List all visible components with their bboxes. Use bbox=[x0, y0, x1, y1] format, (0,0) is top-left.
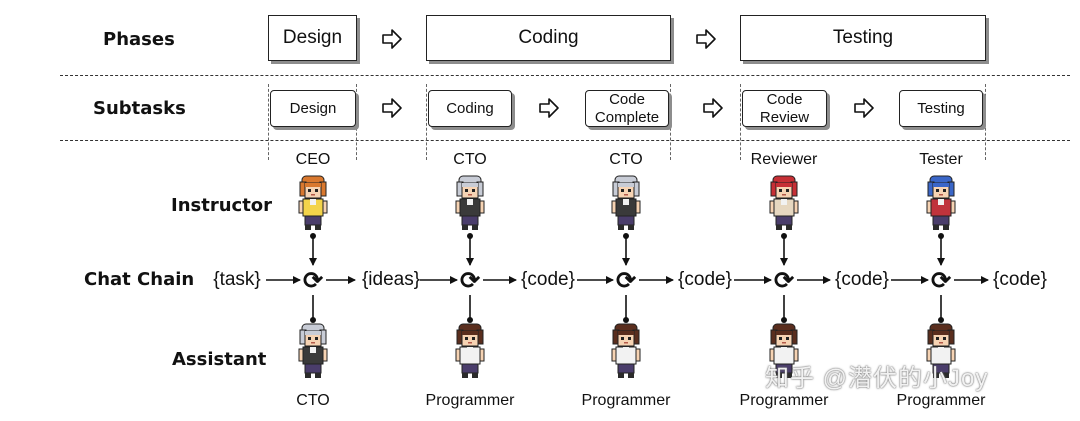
chat-node-icon: ⟳ bbox=[459, 267, 481, 295]
subtask-label: Design bbox=[289, 99, 337, 117]
assistant-role-label: Programmer bbox=[425, 392, 515, 409]
chain-token: {code} bbox=[835, 269, 889, 290]
instructor-role-label: Tester bbox=[919, 151, 963, 168]
tester-avatar bbox=[924, 174, 958, 232]
instructor-role-label: CTO bbox=[453, 151, 487, 168]
subtask-label-line2: Review bbox=[759, 108, 810, 126]
chat-node-icon: ⟳ bbox=[930, 267, 952, 295]
subtask-box-coding: Coding bbox=[428, 90, 512, 127]
chain-token: {ideas} bbox=[361, 269, 421, 290]
row-label-subtasks: Subtasks bbox=[93, 98, 186, 119]
chat-node-icon: ⟳ bbox=[773, 267, 795, 295]
instructor-role-label: Reviewer bbox=[750, 151, 818, 168]
phase-label: Coding bbox=[518, 27, 579, 48]
subtask-label-line2: Complete bbox=[594, 108, 660, 126]
row-label-assistant: Assistant bbox=[172, 349, 267, 370]
row-label-phases: Phases bbox=[103, 29, 175, 50]
connector-dot bbox=[467, 317, 473, 323]
chain-token: {code} bbox=[521, 269, 575, 290]
subtask-label: Code bbox=[609, 90, 645, 108]
connector-dot bbox=[623, 317, 629, 323]
reviewer-avatar bbox=[767, 174, 801, 232]
subtask-arrow-icon bbox=[703, 98, 723, 118]
assistant-role-label: Programmer bbox=[581, 392, 671, 409]
programmer-avatar bbox=[767, 322, 801, 380]
chain-token: {task} bbox=[213, 269, 261, 290]
guide-line bbox=[356, 84, 357, 160]
chain-token: {code} bbox=[678, 269, 732, 290]
phase-box-design: Design bbox=[268, 15, 357, 61]
phase-box-testing: Testing bbox=[740, 15, 986, 61]
cto-avatar bbox=[453, 174, 487, 232]
subtask-arrow-icon bbox=[854, 98, 874, 118]
cto-avatar bbox=[296, 322, 330, 380]
ceo-avatar bbox=[296, 174, 330, 232]
phase-label: Design bbox=[282, 27, 343, 48]
instructor-role-label: CTO bbox=[609, 151, 643, 168]
subtask-box-design: Design bbox=[270, 90, 356, 127]
phase-arrow-icon bbox=[696, 29, 716, 49]
assistant-role-label: Programmer bbox=[896, 392, 986, 409]
assistant-role-label: CTO bbox=[296, 392, 330, 409]
connector-dot bbox=[781, 317, 787, 323]
connector-dot bbox=[310, 317, 316, 323]
row-label-chat-chain: Chat Chain bbox=[84, 269, 195, 290]
subtask-separator-line bbox=[60, 140, 1070, 141]
guide-line bbox=[670, 84, 671, 160]
guide-line bbox=[985, 84, 986, 160]
subtask-label: Testing bbox=[917, 99, 965, 117]
row-label-instructor: Instructor bbox=[171, 195, 273, 216]
subtask-arrow-icon bbox=[382, 98, 402, 118]
phase-separator-line bbox=[60, 75, 1070, 76]
guide-line bbox=[268, 84, 269, 160]
subtask-label: Code bbox=[766, 90, 803, 108]
subtask-label: Coding bbox=[446, 99, 494, 117]
instructor-role-label: CEO bbox=[295, 151, 331, 168]
guide-line bbox=[426, 84, 427, 160]
chain-token: {code} bbox=[993, 269, 1047, 290]
phase-arrow-icon bbox=[382, 29, 402, 49]
connector-dot bbox=[938, 317, 944, 323]
programmer-avatar bbox=[924, 322, 958, 380]
programmer-avatar bbox=[453, 322, 487, 380]
guide-line bbox=[740, 84, 741, 160]
programmer-avatar bbox=[609, 322, 643, 380]
watermark: 知乎 @潜伏的小Joy bbox=[765, 365, 989, 392]
assistant-role-label: Programmer bbox=[739, 392, 829, 409]
subtask-box-testing: Testing bbox=[899, 90, 983, 127]
chat-node-icon: ⟳ bbox=[302, 267, 324, 295]
subtask-arrow-icon bbox=[539, 98, 559, 118]
phase-label: Testing bbox=[832, 27, 894, 48]
chat-node-icon: ⟳ bbox=[615, 267, 637, 295]
phase-box-coding: Coding bbox=[426, 15, 671, 61]
cto-avatar bbox=[609, 174, 643, 232]
